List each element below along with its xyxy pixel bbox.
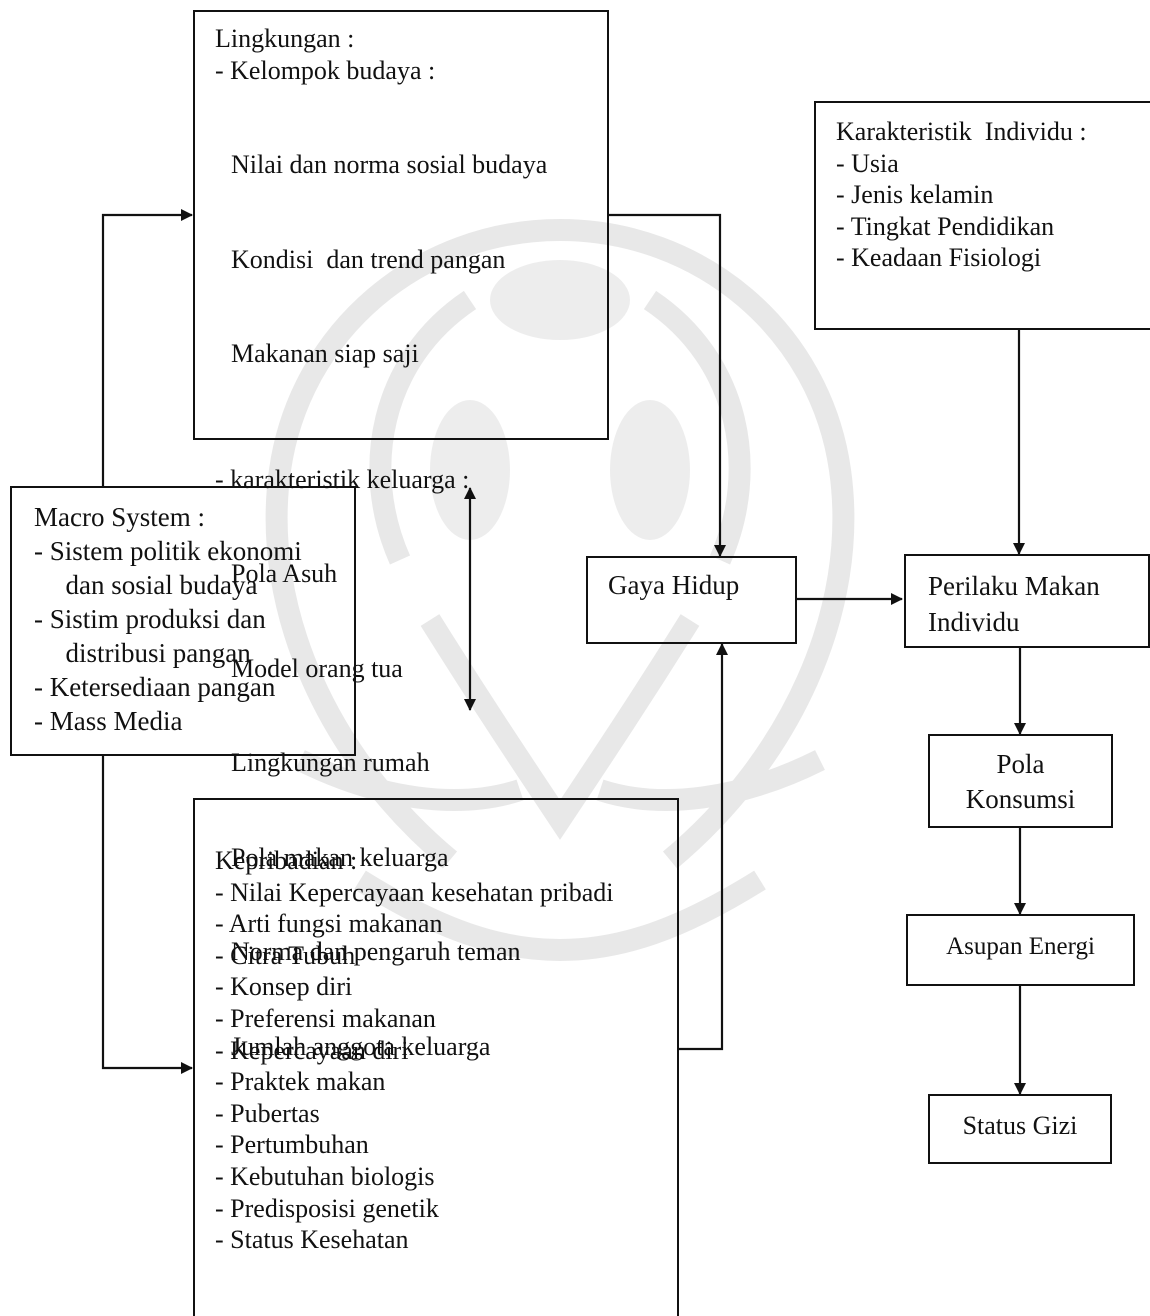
- lingkungan-box: [193, 10, 609, 440]
- lingkungan-item: Nilai dan norma sosial budaya: [231, 150, 548, 179]
- arrow-lingkungan-to-gaya: [608, 213, 726, 557]
- kepribadian-item: - Nilai Kepercayaan kesehatan pribadi: [215, 877, 614, 907]
- perilaku-text: Perilaku Makan Individu: [928, 568, 1100, 640]
- karakteristik-item: - Tingkat Pendidikan: [836, 211, 1055, 241]
- lingkungan-item: Pola makan keluarga: [231, 842, 449, 872]
- lingkungan-item: Norma dan pengaruh teman: [231, 937, 521, 966]
- kepribadian-item: - Citra Tubuh: [215, 940, 356, 970]
- kepribadian-text: Kepribadian : - Nilai Kepercayaan keseha…: [215, 845, 613, 1256]
- macro-line: - Sistim produksi dan: [34, 604, 266, 634]
- macro-system-text: Macro System : - Sistem politik ekonomi …: [34, 500, 302, 738]
- perilaku-line: Perilaku Makan: [928, 571, 1100, 601]
- macro-line: - Ketersediaan pangan: [34, 672, 276, 702]
- macro-line: - Mass Media: [34, 706, 183, 736]
- kepribadian-item: - Konsep diri: [215, 972, 353, 1002]
- kepribadian-box: [193, 798, 679, 1316]
- lingkungan-item: Jumlah anggota keluarga: [231, 1031, 491, 1061]
- lingkungan-item: Pola Asuh: [231, 559, 338, 588]
- pola-konsumsi-text: Pola Konsumsi: [928, 747, 1113, 817]
- asupan-energi-label: Asupan Energi: [946, 933, 1095, 960]
- macro-title: Macro System :: [34, 502, 205, 532]
- karakteristik-title: Karakteristik Individu :: [836, 117, 1087, 146]
- lingkungan-item: Kondisi dan trend pangan: [231, 244, 506, 274]
- kepribadian-item: - Praktek makan: [215, 1067, 386, 1097]
- macro-system-box: [10, 486, 356, 756]
- perilaku-line: Individu: [928, 607, 1020, 637]
- lingkungan-item: Makanan siap saji: [231, 339, 419, 368]
- kepribadian-item: - Status Kesehatan: [215, 1225, 409, 1255]
- macro-line: - Sistem politik ekonomi: [34, 536, 302, 566]
- kepribadian-item: - Predisposisi genetik: [215, 1193, 439, 1223]
- karakteristik-item: - Keadaan Fisiologi: [836, 243, 1042, 272]
- asupan-energi-box: [906, 914, 1135, 986]
- kelompok-budaya-heading: - Kelompok budaya :: [215, 55, 436, 85]
- arrow-macro-to-lingkungan: [101, 209, 193, 486]
- kepribadian-item: - Pubertas: [215, 1098, 320, 1128]
- arrow-macro-to-kepribadian: [101, 756, 193, 1074]
- karakteristik-item: - Usia: [836, 148, 899, 178]
- lingkungan-title: Lingkungan :: [215, 24, 355, 53]
- macro-line: distribusi pangan: [52, 638, 251, 668]
- karakteristik-text: Karakteristik Individu : - Usia - Jenis …: [836, 116, 1087, 274]
- arrow-kepribadian-to-gaya: [678, 643, 728, 1051]
- gaya-hidup-box: [586, 556, 797, 644]
- lingkungan-text: Lingkungan : - Kelompok budaya : Nilai d…: [215, 23, 547, 1125]
- karakteristik-box: [814, 101, 1150, 330]
- perilaku-box: [904, 554, 1150, 648]
- kepribadian-item: - Preferensi makanan: [215, 1003, 436, 1033]
- pola-line: Konsumsi: [965, 784, 1076, 814]
- karakteristik-keluarga-heading: - karakteristik keluarga :: [215, 464, 470, 494]
- pola-line: Pola: [996, 749, 1045, 779]
- kepribadian-item: - Kepercayaan diri: [215, 1035, 409, 1065]
- karakteristik-item: - Jenis kelamin: [836, 180, 994, 209]
- kepribadian-item: - Pertumbuhan: [215, 1130, 369, 1160]
- lingkungan-item: Lingkungan rumah: [231, 748, 430, 777]
- kepribadian-item: - Kebutuhan biologis: [215, 1161, 435, 1191]
- status-gizi-label: Status Gizi: [962, 1111, 1078, 1140]
- status-gizi-box: [928, 1094, 1112, 1164]
- kepribadian-title: Kepribadian :: [215, 846, 358, 875]
- pola-konsumsi-box: [928, 734, 1113, 828]
- kepribadian-item: - Arti fungsi makanan: [215, 909, 443, 939]
- macro-line: dan sosial budaya: [52, 570, 258, 600]
- gaya-hidup-label: Gaya Hidup: [608, 570, 740, 600]
